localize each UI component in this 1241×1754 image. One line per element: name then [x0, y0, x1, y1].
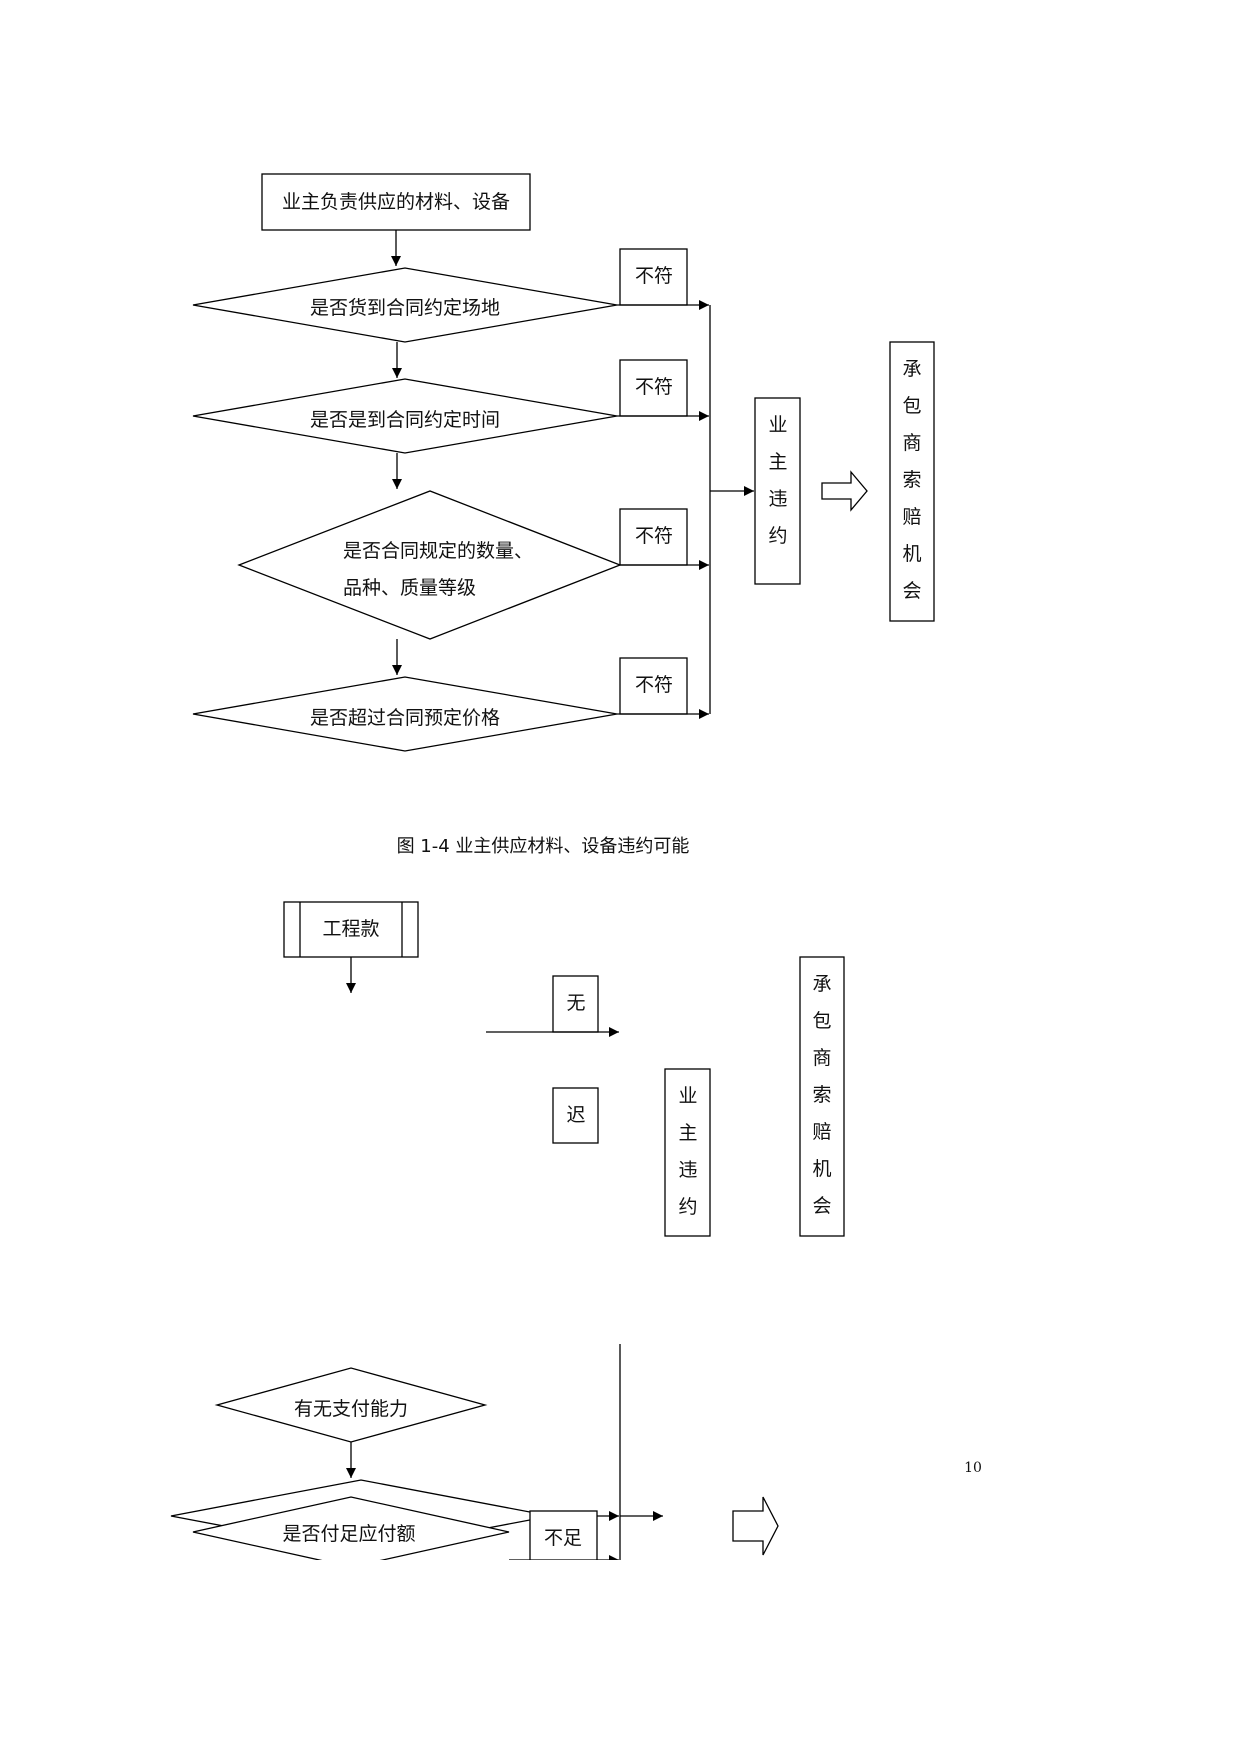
decision-label-line1: 是否合同规定的数量、	[343, 540, 533, 562]
flowchart-owner-supply: 业主负责供应的材料、设备 是否货到合同约定场地 是否是到合同约定时间 是否合同规…	[192, 173, 935, 857]
svg-text:商: 商	[812, 1047, 831, 1069]
decision-label: 是否是到合同约定时间	[310, 409, 500, 431]
mismatch-label-1: 不符	[619, 248, 688, 306]
decision-delivered-to-site: 是否货到合同约定场地	[192, 267, 618, 343]
svg-text:机: 机	[812, 1158, 831, 1180]
decision-over-price: 是否超过合同预定价格	[192, 676, 618, 752]
svg-text:承: 承	[902, 358, 921, 380]
decision-label: 有无支付能力	[294, 1398, 408, 1420]
owner-breach-box-2: 业 主 违 约	[664, 1068, 711, 1237]
decision-label: 是否付足应付额	[282, 1523, 415, 1545]
block-arrow-icon	[821, 470, 868, 512]
decision-label: 是否超过合同预定价格	[310, 707, 500, 729]
svg-text:业: 业	[768, 414, 787, 436]
svg-text:约: 约	[678, 1196, 697, 1218]
start-box-owner-supplied-materials: 业主负责供应的材料、设备	[261, 173, 531, 231]
svg-text:主: 主	[678, 1122, 697, 1144]
svg-text:不符: 不符	[635, 525, 673, 547]
svg-text:承: 承	[812, 973, 831, 995]
svg-text:不符: 不符	[635, 376, 673, 398]
block-arrow-icon	[732, 1496, 779, 1556]
start-box-label: 工程款	[322, 918, 379, 940]
flowchart-canvas: 业主负责供应的材料、设备 是否货到合同约定场地 是否是到合同约定时间 是否合同规…	[170, 173, 982, 1560]
svg-text:机: 机	[902, 543, 921, 565]
svg-text:约: 约	[768, 525, 787, 547]
figure-caption: 图 1-4 业主供应材料、设备违约可能	[397, 836, 690, 857]
svg-text:违: 违	[768, 488, 787, 510]
svg-text:违: 违	[678, 1159, 697, 1181]
mismatch-label-3: 不符	[619, 508, 688, 566]
decision-label: 是否货到合同约定场地	[310, 297, 500, 319]
decision-label-line2: 品种、质量等级	[343, 577, 476, 599]
mismatch-label-4: 不符	[619, 657, 688, 715]
svg-text:迟: 迟	[566, 1104, 585, 1126]
decision-ability-to-pay: 有无支付能力	[214, 1367, 488, 1443]
document-page: 业主负责供应的材料、设备 是否货到合同约定场地 是否是到合同约定时间 是否合同规…	[170, 173, 982, 1560]
late-label: 迟	[552, 1087, 599, 1144]
svg-text:赔: 赔	[902, 506, 921, 528]
mismatch-label-2: 不符	[619, 359, 688, 417]
flowchart-payment: 工程款 无 迟 业 主 违 约 承 包 商 索 赔	[170, 901, 845, 1560]
svg-text:包: 包	[902, 395, 921, 417]
insufficient-label: 不足	[529, 1510, 598, 1560]
owner-breach-box: 业 主 违 约	[754, 397, 801, 585]
svg-text:索: 索	[812, 1084, 831, 1106]
svg-text:商: 商	[902, 432, 921, 454]
svg-text:包: 包	[812, 1010, 831, 1032]
start-box-label: 业主负责供应的材料、设备	[282, 191, 510, 213]
start-box-project-payment: 工程款	[283, 901, 419, 958]
contractor-claim-box-2: 承 包 商 索 赔 机 会	[799, 956, 845, 1237]
svg-text:不符: 不符	[635, 265, 673, 287]
svg-text:索: 索	[902, 469, 921, 491]
svg-text:主: 主	[768, 451, 787, 473]
decision-quantity-quality: 是否合同规定的数量、 品种、质量等级	[237, 490, 622, 640]
svg-text:业: 业	[678, 1085, 697, 1107]
decision-on-time: 是否是到合同约定时间	[192, 378, 618, 454]
svg-text:会: 会	[812, 1195, 831, 1217]
contractor-claim-box: 承 包 商 索 赔 机 会	[889, 341, 935, 622]
svg-text:会: 会	[902, 580, 921, 602]
none-label: 无	[552, 975, 599, 1033]
svg-text:无: 无	[566, 992, 585, 1014]
page-number: 10	[964, 1460, 982, 1476]
svg-text:不足: 不足	[544, 1527, 582, 1549]
svg-text:不符: 不符	[635, 674, 673, 696]
svg-text:赔: 赔	[812, 1121, 831, 1143]
decision-full-payment: 是否付足应付额	[170, 1479, 552, 1560]
